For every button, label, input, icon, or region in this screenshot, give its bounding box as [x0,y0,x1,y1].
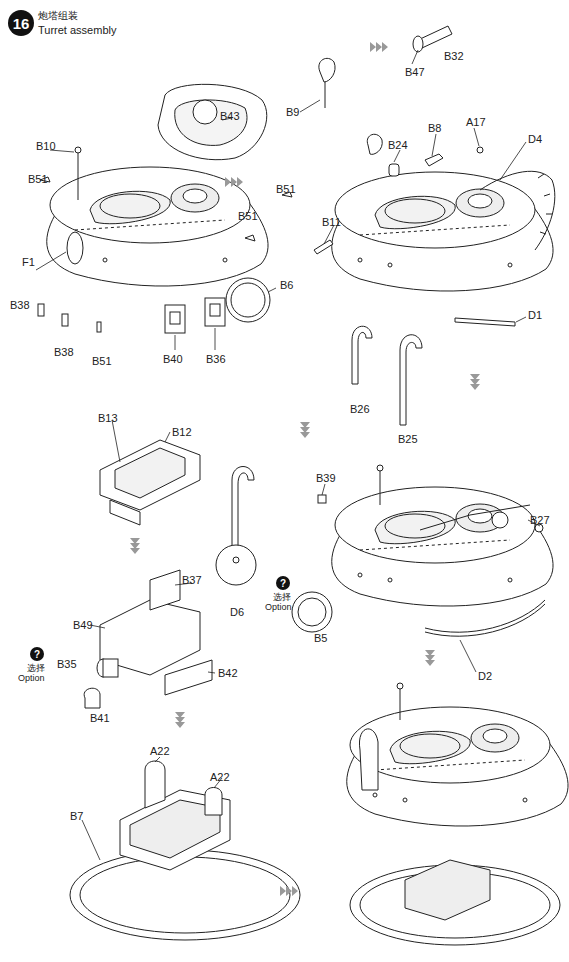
part-label: B6 [280,279,293,291]
part-label: B12 [172,426,192,438]
part-label: B51 [28,173,48,185]
node-text: ? [280,578,286,589]
part-label: B9 [286,106,299,118]
option-mark: ? [30,647,44,661]
part-label: B40 [163,353,183,365]
part-label: D1 [528,309,542,321]
part-label: A22 [150,745,170,757]
part-label: B51 [238,210,258,222]
part-label: B27 [530,514,550,526]
part-label: B42 [218,667,238,679]
node-text: 16 [13,15,30,32]
part-label: Option [265,601,292,613]
part-label: B47 [405,66,425,78]
part-label: B39 [316,472,336,484]
part-label: B51 [276,183,296,195]
part-label: B41 [90,712,110,724]
part-label: B49 [73,619,93,631]
part-label: A22 [210,771,230,783]
part-label: A17 [466,116,486,128]
part-label: B35 [57,658,77,670]
part-label: B8 [428,122,441,134]
part-label: B5 [314,632,327,644]
part-label: D4 [528,133,542,145]
step-title: Turret assembly [38,24,116,36]
part-label: D2 [478,670,492,682]
part-label: B36 [206,353,226,365]
part-label: B37 [182,574,202,586]
part-label: B13 [98,412,118,424]
part-label: B10 [36,140,56,152]
part-label: 选择 [27,662,45,674]
part-label: B11 [322,216,341,228]
part-label: B51 [92,355,112,367]
step-number: 16 [8,10,34,36]
part-label: B26 [350,403,370,415]
part-label: B32 [444,50,464,62]
part-label: F1 [22,256,35,268]
option-mark: ? [276,576,290,590]
part-label: Option [18,672,45,684]
part-label: D6 [230,606,244,618]
node-text: ? [34,649,40,660]
part-label: B38 [54,346,74,358]
title: 炮塔组装 [38,10,78,22]
part-label: B25 [398,433,418,445]
part-label: 选择 [273,591,291,603]
part-label: B38 [10,299,30,311]
part-label: B7 [70,810,83,822]
part-label: B24 [388,139,408,151]
part-label: B43 [220,110,240,122]
